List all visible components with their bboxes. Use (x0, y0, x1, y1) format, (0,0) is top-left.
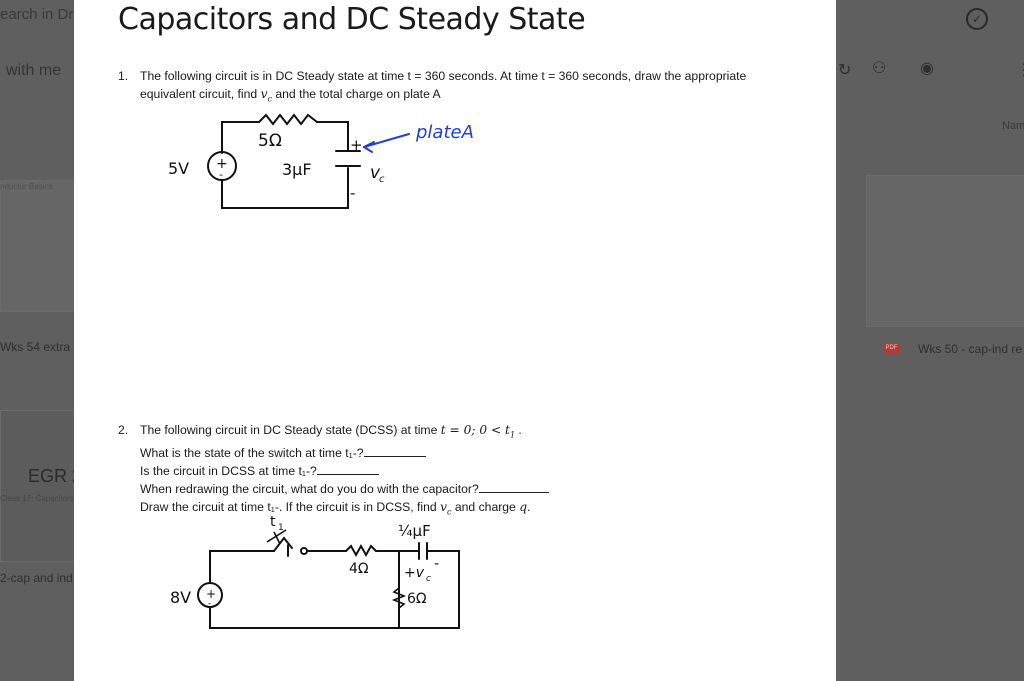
text: . (515, 423, 522, 437)
voltage-sub: c (426, 574, 431, 584)
question-number: 1. (118, 69, 129, 83)
course-name: EGR 2 (28, 466, 74, 486)
voltage-label: +v (404, 565, 425, 581)
question-text: The following circuit in DC Steady state… (140, 421, 660, 444)
text: . (527, 500, 531, 515)
folder-thumbnail[interactable] (0, 410, 74, 562)
thumbnail-title: nductor Basics (0, 182, 53, 191)
check-circle-icon[interactable]: ✓ (966, 8, 988, 30)
course-subtitle: Class 17: Capacitors (0, 494, 74, 503)
math-sub: 1 (509, 430, 516, 440)
plate-annotation: plateA (415, 122, 474, 143)
source-minus: - (219, 168, 223, 181)
resistor-6-zigzag (391, 587, 407, 609)
answer-blank[interactable] (363, 444, 426, 458)
capacitor-label: 3μF (282, 160, 312, 179)
question-text: equivalent circuit, find vc and the tota… (140, 85, 820, 108)
document-page: Capacitors and DC Steady State 1. The fo… (74, 0, 836, 681)
file-name[interactable]: Wks 50 - cap-ind re (918, 342, 1023, 356)
text: Is the circuit in DCSS at time t₁-? (140, 464, 317, 479)
math-var: v (260, 87, 268, 101)
question-text: Is the circuit in DCSS at time t₁-? (140, 462, 660, 480)
question-2: 2. The following circuit in DC Steady st… (118, 421, 660, 522)
source-plus: + (216, 156, 228, 172)
question-number: 2. (118, 423, 129, 437)
text: What is the state of the switch at time … (140, 446, 364, 461)
resistor-label: 4Ω (349, 561, 369, 577)
text: and the total charge on plate A (271, 87, 441, 101)
file-name[interactable]: 2-cap and ind (0, 571, 73, 585)
more-icon[interactable]: ⋮ (1016, 62, 1024, 79)
file-thumbnail[interactable] (0, 180, 74, 312)
text: equivalent circuit, find (140, 87, 261, 101)
math-sub: c (267, 94, 272, 104)
background-right-panel: ✓ ↻ ⚇ ◉ ⋮ Nam PDF Wks 50 - cap-ind re (836, 0, 1024, 681)
question-text: Draw the circuit at time t₁-. If the cir… (140, 498, 660, 521)
source-label: 8V (170, 588, 191, 607)
resistor-label: 5Ω (258, 131, 282, 151)
question-text: When redrawing the circuit, what do you … (140, 480, 660, 498)
answer-blank[interactable] (478, 480, 549, 494)
minus-sign: - (350, 184, 355, 202)
name-column-header: Nam (1002, 120, 1024, 132)
voltage-label: v (370, 163, 381, 183)
text: The following circuit in DC Steady state… (140, 423, 441, 437)
file-name[interactable]: Wks 54 extra (0, 340, 71, 354)
background-left-panel: earch in Dr with me nductor Basics Wks 5… (0, 0, 74, 681)
source-label: 5V (168, 159, 189, 178)
resistor-label: 6Ω (407, 591, 427, 607)
shared-with-me-link[interactable]: with me (6, 62, 62, 79)
question-1: 1. The following circuit is in DC Steady… (118, 67, 820, 108)
eye-icon[interactable]: ◉ (920, 60, 934, 77)
math-var: q (519, 500, 528, 515)
circuit-1-diagram: + - 5V 5Ω 3μF + - v c plateA (168, 113, 474, 209)
text: Draw the circuit at time t₁-. If the cir… (140, 500, 441, 515)
math-sub: c (446, 507, 452, 517)
toolbar-icons: ↻ ⚇ ◉ ⋮ (836, 58, 1024, 86)
search-placeholder[interactable]: earch in Dr (0, 6, 74, 23)
add-person-icon[interactable]: ⚇ (872, 60, 887, 77)
text: When redrawing the circuit, what do you … (140, 482, 479, 497)
source-plus: + (206, 587, 216, 601)
minus-sign: - (434, 556, 439, 572)
switch-label: t (270, 514, 276, 530)
math: t = 0; 0 < t (440, 423, 510, 437)
page-title: Capacitors and DC Steady State (118, 2, 586, 37)
link-icon[interactable]: ↻ (838, 62, 852, 79)
question-text: The following circuit is in DC Steady st… (140, 69, 747, 83)
question-text: What is the state of the switch at time … (140, 444, 660, 462)
circuit-2-diagram: + - 8V t 1 4Ω ¼μF +v c - 6Ω (170, 514, 460, 629)
plus-sign: + (350, 136, 363, 154)
text: and charge (451, 500, 520, 515)
capacitor-label: ¼μF (398, 522, 431, 540)
math-var: v (440, 500, 447, 515)
source-minus: - (208, 599, 211, 609)
pdf-icon: PDF (883, 343, 900, 354)
file-thumbnail[interactable] (866, 175, 1024, 327)
voltage-sub: c (379, 174, 385, 185)
answer-blank[interactable] (316, 462, 379, 476)
switch-sub: 1 (278, 523, 284, 533)
